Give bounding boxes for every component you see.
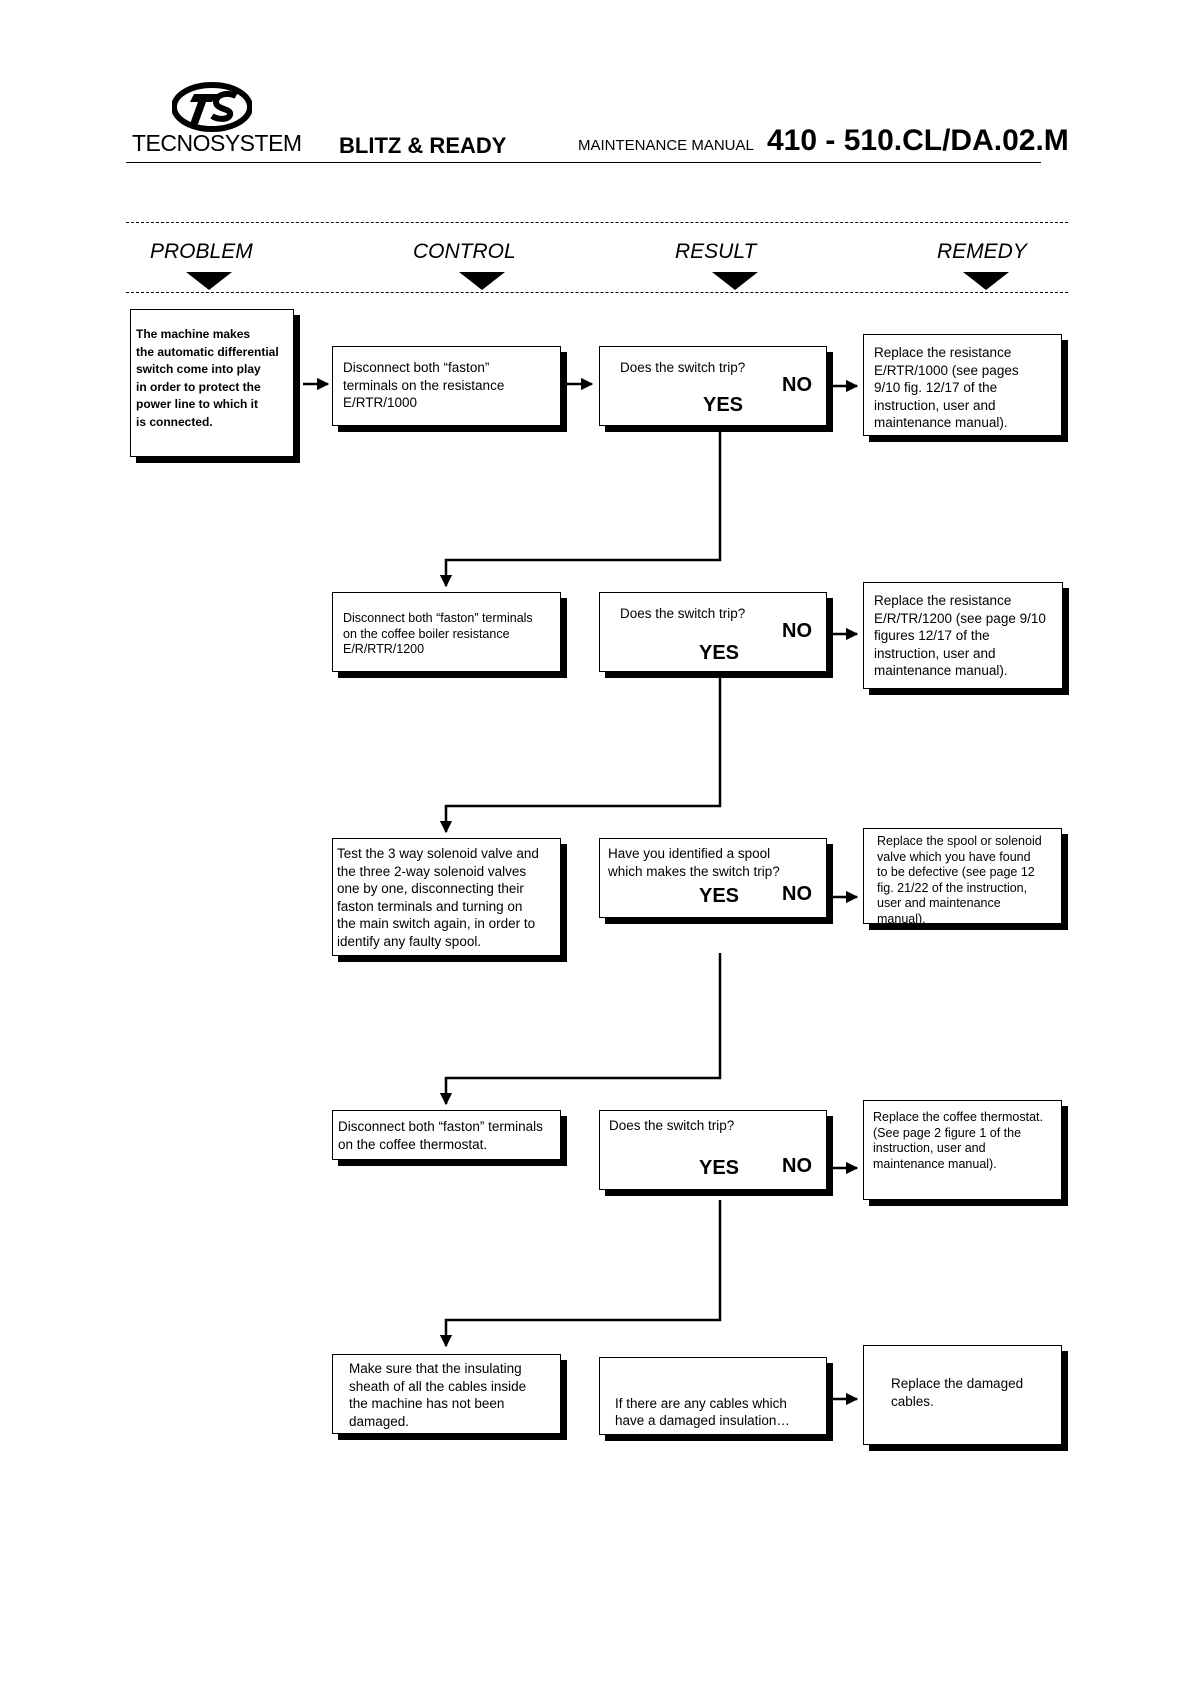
- pointer-problem-icon: [186, 272, 232, 290]
- manual-label: MAINTENANCE MANUAL: [578, 137, 754, 154]
- control-box-4: Disconnect both “faston” terminals on th…: [332, 1110, 561, 1160]
- result-box-3: Have you identified a spool which makes …: [599, 838, 827, 918]
- column-heading-remedy: REMEDY: [937, 240, 1027, 263]
- column-heading-control: CONTROL: [413, 240, 516, 263]
- result-question-2: Does the switch trip?: [620, 606, 746, 621]
- result-box-5: If there are any cables which have a dam…: [599, 1357, 827, 1435]
- header-rule: [126, 162, 1041, 163]
- result-box-1: Does the switch trip? NO YES: [599, 346, 827, 426]
- result-no-3: NO: [782, 883, 812, 905]
- result-question-5: If there are any cables which have a dam…: [615, 1395, 790, 1429]
- result-yes-1: YES: [703, 394, 744, 416]
- result-question-4: Does the switch trip?: [609, 1118, 735, 1133]
- result-question-3: Have you identified a spool which makes …: [608, 846, 780, 879]
- remedy-box-2: Replace the resistance E/R/TR/1200 (see …: [863, 582, 1063, 689]
- result-no-1: NO: [782, 374, 812, 396]
- dashed-divider-bottom: [126, 292, 1068, 293]
- logo-text: TECNOSYSTEM: [132, 130, 302, 156]
- remedy-box-1: Replace the resistance E/RTR/1000 (see p…: [863, 334, 1062, 436]
- dashed-divider-top: [126, 222, 1068, 223]
- remedy-box-5: Replace the damaged cables.: [863, 1345, 1062, 1445]
- control-box-1: Disconnect both “faston” terminals on th…: [332, 346, 561, 426]
- remedy-box-3: Replace the spool or solenoid valve whic…: [863, 828, 1062, 926]
- result-yes-4: YES: [699, 1157, 740, 1179]
- result-no-4: NO: [782, 1155, 812, 1177]
- result-box-4: Does the switch trip? YES NO: [599, 1110, 827, 1190]
- control-box-2: Disconnect both “faston” terminals on th…: [332, 592, 561, 672]
- result-question-1: Does the switch trip?: [620, 360, 746, 375]
- column-heading-result: RESULT: [675, 240, 757, 263]
- result-box-2: Does the switch trip? NO YES: [599, 592, 827, 672]
- tecnosystem-logo-icon: [172, 82, 252, 132]
- result-no-2: NO: [782, 620, 812, 642]
- column-heading-problem: PROBLEM: [150, 240, 253, 263]
- manual-code: 410 - 510.CL/DA.02.M: [767, 124, 1069, 157]
- pointer-remedy-icon: [963, 272, 1009, 290]
- result-yes-3: YES: [699, 885, 740, 907]
- remedy-box-4: Replace the coffee thermostat. (See page…: [863, 1100, 1062, 1200]
- model-title: BLITZ & READY: [339, 133, 507, 158]
- result-yes-2: YES: [699, 642, 740, 664]
- pointer-control-icon: [459, 272, 505, 290]
- problem-box: The machine makes the automatic differen…: [130, 309, 294, 457]
- control-box-5: Make sure that the insulating sheath of …: [332, 1354, 561, 1434]
- pointer-result-icon: [712, 272, 758, 290]
- control-box-3: Test the 3 way solenoid valve and the th…: [332, 838, 561, 956]
